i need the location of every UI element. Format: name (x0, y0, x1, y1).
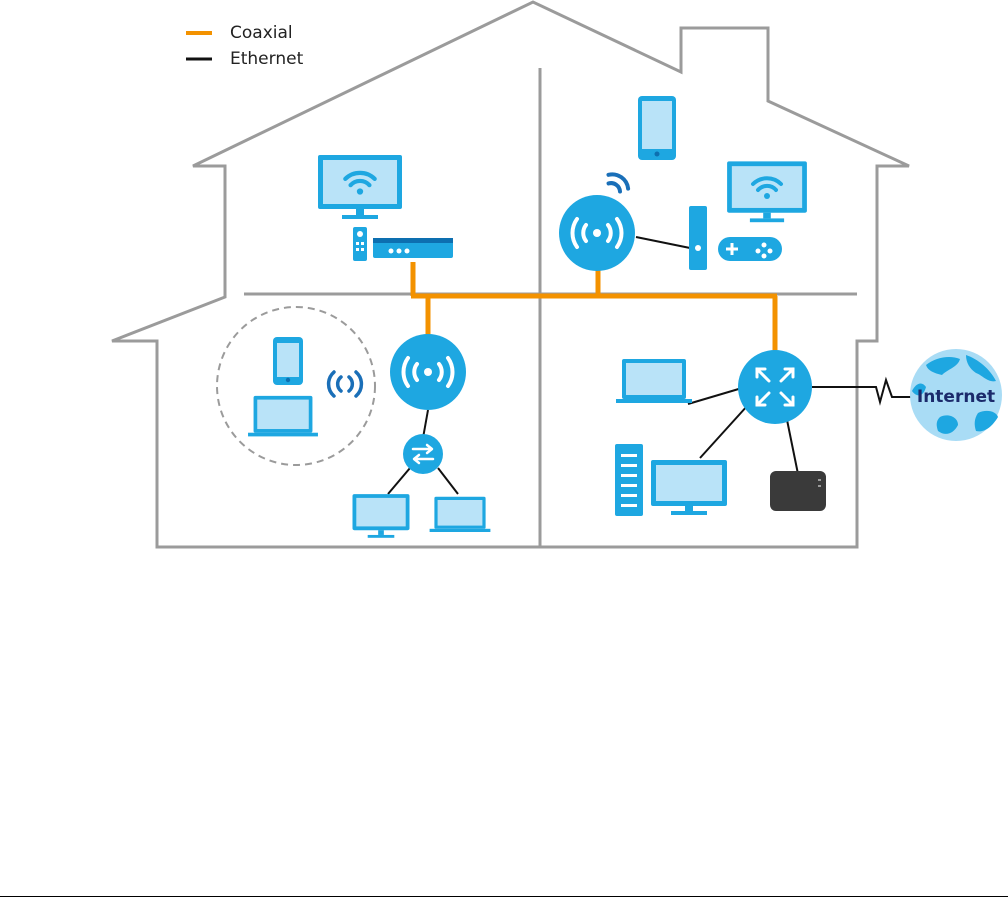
laptop-icon (248, 396, 318, 436)
wifi-extender-icon (390, 334, 466, 410)
smart-tv-icon (727, 161, 807, 222)
monitor-icon (353, 494, 410, 538)
legend-ethernet-label: Ethernet (230, 49, 304, 69)
game-console-icon (689, 206, 707, 270)
smart-tv-icon (318, 155, 402, 219)
house-outline (112, 2, 909, 547)
wifi-extender-icon (559, 195, 635, 271)
smartphone-icon (273, 337, 303, 385)
laptop-icon (430, 497, 491, 532)
tablet-icon (638, 96, 676, 160)
switch-icon (403, 434, 443, 474)
remote-control-icon (353, 227, 367, 261)
wifi-signal-icon (604, 170, 631, 194)
coaxial-cables (411, 262, 777, 354)
router-icon (738, 350, 812, 424)
legend-coaxial-label: Coaxial (230, 23, 293, 43)
set-top-box-icon (373, 238, 453, 258)
gamepad-icon (718, 237, 782, 261)
nas-icon (770, 471, 826, 511)
wireless-signal-icon (329, 372, 362, 396)
page-footer-rule (0, 896, 1008, 897)
laptop-icon (616, 359, 692, 403)
desktop-pc-icon (615, 444, 643, 516)
internet-label: Internet (917, 387, 995, 407)
monitor-icon (651, 460, 727, 515)
legend: Coaxial Ethernet (186, 23, 304, 69)
